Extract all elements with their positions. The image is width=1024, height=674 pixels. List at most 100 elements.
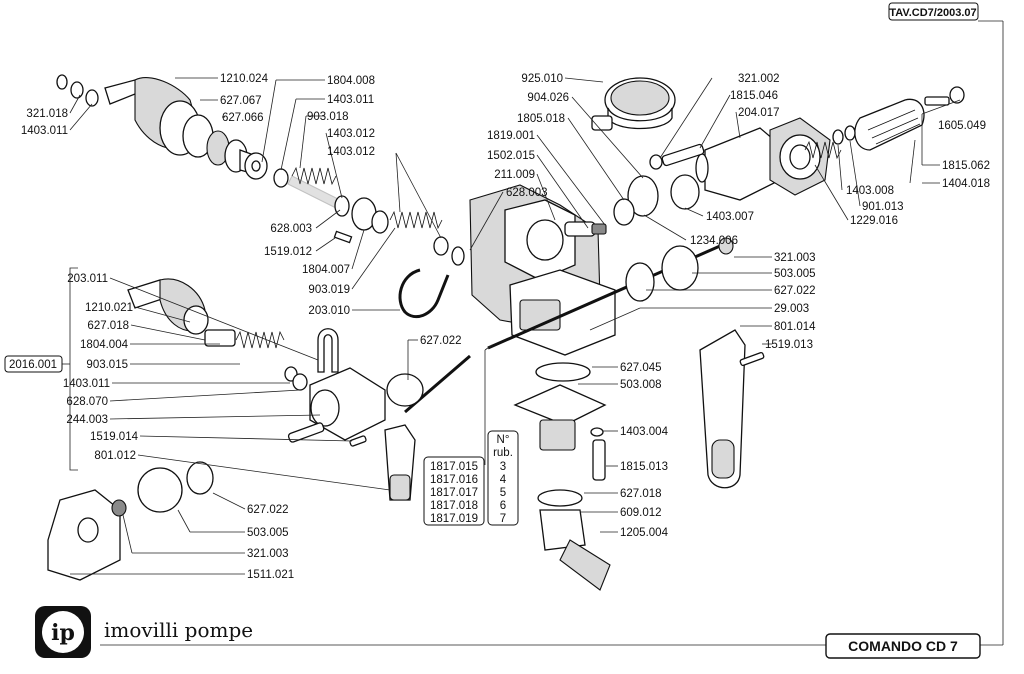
brand-logo: ip [35,606,91,658]
part-label: 1403.011 [63,378,110,390]
rub-table-code: 1817.019 [430,513,478,525]
part-label: 321.003 [247,548,289,560]
part-label: 503.005 [774,268,816,280]
brand-logo-text: ip [51,620,75,646]
disc-1805-018 [627,175,659,217]
spring-903-018 [287,166,341,209]
part-label: 627.067 [220,95,262,107]
part-label: 1404.018 [942,178,990,190]
part-label: 1403.004 [620,426,669,438]
part-label: 801.014 [774,321,816,333]
part-label: 1519.012 [264,246,312,258]
part-label: 1229.016 [850,215,898,227]
footer-title-box [825,633,981,659]
plate-code: TAV.CD7/2003.07 [889,7,976,19]
footer-title: COMANDO CD 7 [848,638,958,654]
pin-1519-012 [333,230,353,244]
ubolt-203-010 [398,268,450,319]
ring-628-003-left [371,210,389,234]
ring-628-003-right [451,246,465,266]
cylinder-assembly-left [127,278,308,391]
group-label-box [4,355,63,373]
ring-1403-012 [334,195,350,217]
leader-lines [69,77,961,575]
part-label: 1605.049 [938,120,986,132]
part-label: 901.013 [862,201,904,213]
cover-204-017 [695,117,831,201]
brand-name: imovilli pompe [104,618,253,642]
rub-table-number: 7 [500,513,506,525]
part-label: 1403.007 [706,211,754,223]
pin-1519-014 [349,435,367,447]
rub-table-number: 3 [500,461,506,473]
rub-table-rub-box [487,430,519,526]
part-label: 29.003 [774,303,809,315]
lever-801-014 [699,329,765,489]
part-label: 1815.046 [730,90,778,102]
part-label: 628.003 [270,223,312,235]
rub-table-number: 6 [500,500,506,512]
part-label: 903.018 [307,111,349,123]
part-label: 627.022 [420,335,462,347]
part-label: 211.009 [494,169,535,181]
part-label: 1804.007 [302,264,350,276]
part-label: 321.002 [738,73,780,85]
part-label: 203.010 [308,305,350,317]
spring-903-019 [389,210,443,230]
part-label: 203.011 [67,273,108,285]
part-label: 1815.062 [942,160,990,172]
rub-table-number: 4 [500,474,507,486]
part-label: 1804.008 [327,75,375,87]
part-label: 244.003 [66,414,108,426]
rub-table-codes-box [423,456,485,526]
part-label: 801.012 [94,450,136,462]
part-label: 1210.021 [85,302,133,314]
part-label: 503.008 [620,379,662,391]
ring-627-022-left [186,461,214,495]
regulator-knob-1404-018 [854,86,965,151]
part-label: 1819.001 [487,130,535,142]
part-label: 1403.011 [327,94,374,106]
manometer-925-010 [591,77,676,131]
elbow-1205-004 [537,489,611,591]
seat-1403-007 [670,174,700,210]
part-label: 1815.013 [620,461,668,473]
screw-1815-046 [661,143,705,167]
flange-503-008 [513,362,607,481]
part-label: 1519.013 [765,339,813,351]
bracket-1511-021 [47,489,127,581]
part-label: 925.010 [521,73,563,85]
part-label: 1403.012 [327,128,375,140]
ring-627-022-mid [386,373,424,407]
part-label: 321.003 [774,252,816,264]
part-label: 904.026 [527,92,569,104]
spring-1229-016 [804,140,842,160]
part-label: 627.022 [247,504,289,516]
rub-header-1: N° [497,434,510,446]
rub-table-code: 1817.018 [430,500,478,512]
part-label: 1234.006 [690,235,738,247]
part-label: 1403.011 [21,125,68,137]
plate-code-box [888,2,979,21]
part-label: 628.070 [66,396,108,408]
rub-table-code: 1817.017 [430,487,478,499]
part-label: 1205.004 [620,527,669,539]
part-label: 1519.014 [90,431,139,443]
rub-header-2: rub. [493,447,513,459]
part-label: 627.018 [87,320,129,332]
ring-901-013 [844,125,856,141]
group-bracket [69,267,78,471]
housing-244-003 [287,328,386,443]
part-label: 1403.012 [327,146,375,158]
part-label: 1403.008 [846,185,894,197]
part-label: 321.018 [26,108,68,120]
part-label: 903.015 [86,359,128,371]
ring-627-022-top [625,262,655,302]
washer-1502-015 [613,198,635,226]
bushing-503-005-left [137,467,183,513]
part-label: 503.005 [247,527,289,539]
